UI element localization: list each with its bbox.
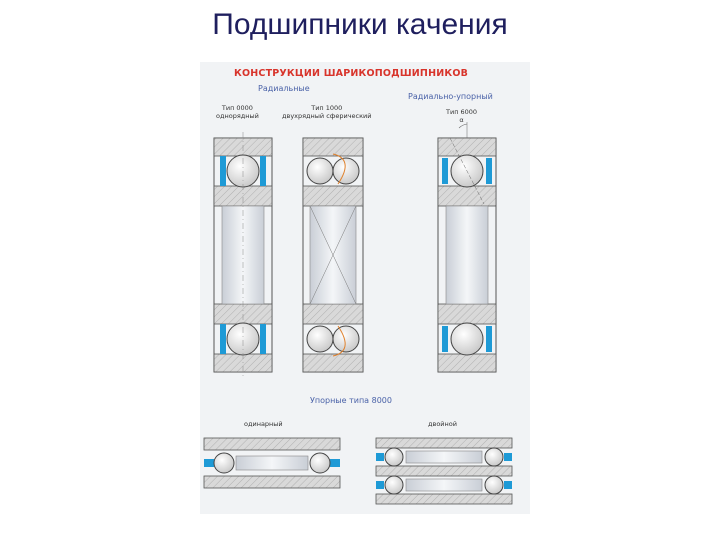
bearing-desc: двухрядный сферический xyxy=(282,112,372,120)
ball xyxy=(306,157,334,185)
slide-title: Подшипники качения xyxy=(212,8,508,41)
ball xyxy=(309,452,331,474)
figure-header: КОНСТРУКЦИИ ШАРИКОПОДШИПНИКОВ xyxy=(234,68,469,79)
bearing-type-6000 xyxy=(437,122,497,373)
group-label-radial: Радиальные xyxy=(258,84,310,93)
ball xyxy=(332,325,360,353)
bearing-drawing xyxy=(203,122,513,505)
thrust-bearing-double xyxy=(375,437,513,505)
bearing-type-0000 xyxy=(213,132,273,378)
ball xyxy=(306,325,334,353)
bearing-type: Тип 0000 xyxy=(221,104,253,112)
ball xyxy=(384,447,404,467)
ball xyxy=(484,447,504,467)
thrust-bearing-single xyxy=(203,437,341,489)
angle-line xyxy=(332,325,346,357)
thrust-label-single: одинарный xyxy=(244,420,283,428)
bearing-type: Тип 6000 xyxy=(446,108,478,116)
bearing-type: Тип 1000 xyxy=(311,104,343,112)
bearing-desc: однорядный xyxy=(216,112,259,120)
thrust-label-double: двойной xyxy=(428,420,457,428)
group-label-thrust: Упорные типа 8000 xyxy=(310,396,392,405)
ball xyxy=(384,475,404,495)
bearing-diagram: КОНСТРУКЦИИ ШАРИКОПОДШИПНИКОВ Радиальные… xyxy=(200,62,530,514)
bearing-label-6000: Тип 6000 α xyxy=(446,108,477,124)
bearing-type-1000 xyxy=(302,137,364,373)
bearing-label-0000: Тип 0000 однорядный xyxy=(216,104,259,120)
group-label-angular-contact: Радиально-упорный xyxy=(408,92,493,101)
angle-line xyxy=(332,153,346,185)
ball xyxy=(450,322,484,356)
bearing-desc: α xyxy=(459,116,464,124)
ball xyxy=(213,452,235,474)
ball xyxy=(332,157,360,185)
bearing-label-1000: Тип 1000 двухрядный сферический xyxy=(282,104,372,120)
ball xyxy=(484,475,504,495)
